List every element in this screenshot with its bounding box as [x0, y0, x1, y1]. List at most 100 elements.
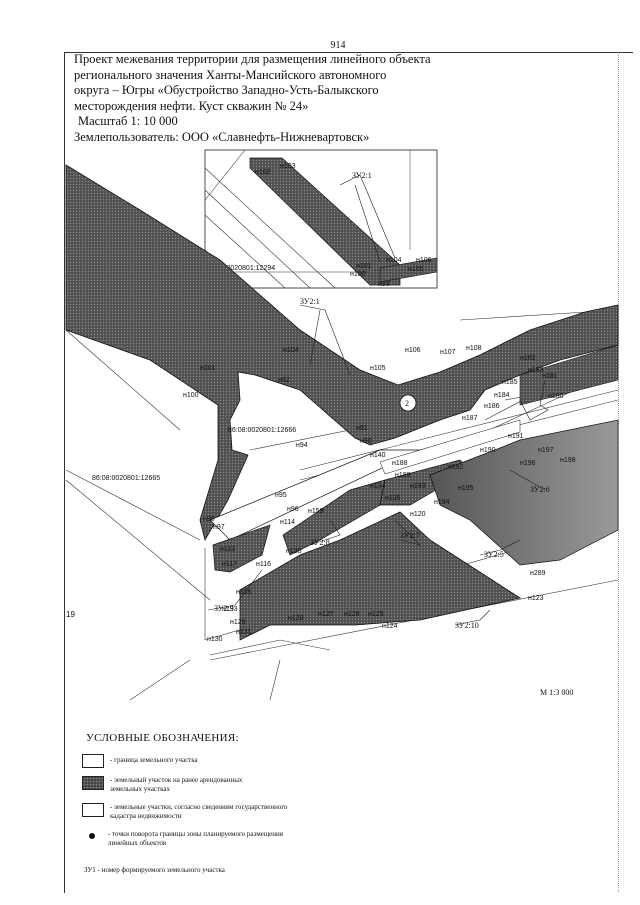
- point-label: н138: [286, 548, 302, 555]
- point-label: н130: [207, 636, 223, 643]
- point-label: н125: [368, 611, 384, 618]
- point-label: н191: [508, 433, 524, 440]
- parcel-label: ЗУ2:6: [530, 485, 550, 494]
- land-user-text: Землепользователь: ООО «Славнефть-Нижнев…: [74, 129, 370, 144]
- title-line: регионального значения Ханты-Мансийского…: [74, 67, 387, 82]
- point-label: н116: [256, 561, 271, 568]
- parcel-zu2-6: [429, 419, 619, 566]
- page-number: 914: [330, 40, 346, 51]
- legend-text: - земельный участок на ранее арендованны…: [110, 776, 243, 793]
- point-label: н97: [213, 524, 225, 531]
- point-label: н188: [392, 460, 408, 467]
- title-line: месторождения нефти. Куст скважин № 24»: [74, 98, 309, 113]
- point-label: н103: [280, 163, 296, 170]
- parcel-zu2-9: [212, 524, 271, 573]
- point-label: н129: [230, 619, 246, 626]
- point-label: н195: [458, 485, 474, 492]
- parcel-label: ЗУ2:9: [214, 604, 234, 613]
- point-label: н197: [538, 447, 554, 454]
- point-label: н126: [344, 611, 360, 618]
- outline-box-icon: [82, 754, 104, 768]
- parcel-label: ЗУ2:8: [310, 538, 330, 547]
- inset-map: ЗУ2:1 86:08:0020801:12294 н102 н103 н104…: [204, 149, 438, 289]
- parcel-label: ЗУ2:5: [484, 550, 504, 559]
- point-label: н102: [255, 169, 271, 176]
- map-title-block: Проект межевания территории для размещен…: [74, 52, 474, 145]
- point-label: н107: [440, 349, 456, 356]
- point-label: н101: [356, 263, 372, 270]
- scale-text: Масштаб 1: 10 000: [78, 114, 178, 128]
- parcel-labels: ЗУ2:1 ЗУ2:6 ЗУ2:7 ЗУ2:8 ЗУ2:9 ЗУ2:10 ЗУ2…: [214, 297, 550, 630]
- point-label: н100: [350, 271, 366, 278]
- point-label: н134: [370, 483, 386, 490]
- point-label: н184: [494, 392, 510, 399]
- point-label: н104: [386, 257, 402, 264]
- inset-parcel-label: ЗУ2:1: [352, 171, 372, 180]
- legend-item: - земельные участки, согласно сведениям …: [82, 803, 290, 821]
- point-label: н124: [382, 623, 398, 630]
- point-label: н186: [484, 403, 500, 410]
- point-label: н190: [480, 447, 496, 454]
- dot-icon: [82, 830, 102, 842]
- point-label: н90: [360, 438, 372, 445]
- point-label: н183: [528, 367, 544, 374]
- point-label: н91: [356, 425, 368, 432]
- point-label: н187: [462, 415, 478, 422]
- point-label: н289: [530, 570, 546, 577]
- point-label: н192: [448, 464, 464, 471]
- point-label: н185: [502, 379, 518, 386]
- leader-lines: [207, 304, 549, 626]
- point-label: н106: [405, 347, 421, 354]
- point-label: н114: [280, 519, 295, 526]
- page-frame: [64, 52, 633, 893]
- road-corridor: [209, 419, 521, 541]
- point-label: н133: [222, 606, 238, 613]
- point-label: н113: [220, 546, 235, 553]
- point-label: н108: [466, 345, 482, 352]
- point-label: н140: [370, 452, 386, 459]
- point-label: н189: [395, 472, 411, 479]
- title-line: Проект межевания территории для размещен…: [74, 52, 431, 66]
- point-label: н105: [408, 266, 424, 273]
- point-label: н123: [528, 595, 544, 602]
- point-label: н196: [520, 460, 536, 467]
- parcel-number-marker: [399, 394, 417, 412]
- legend-text: - земельные участки, согласно сведениям …: [110, 803, 288, 820]
- point-label: н101: [200, 365, 216, 372]
- point-label: н159: [308, 508, 324, 515]
- inset-parcel: [249, 157, 401, 286]
- legend-text: - граница земельного участка: [110, 756, 198, 764]
- point-label: н181: [542, 373, 558, 380]
- page-frame-right: [618, 52, 620, 892]
- point-label: н135: [385, 495, 401, 502]
- legend-text: - точки поворота границы зоны планируемо…: [108, 830, 283, 847]
- legend-item: - граница земельного участка: [82, 754, 198, 768]
- point-label: н128: [288, 615, 304, 622]
- point-label: н180: [548, 393, 564, 400]
- point-label: н105: [370, 365, 386, 372]
- dark-box-icon: [82, 776, 104, 790]
- parcel-number: 2: [405, 399, 409, 408]
- point-label: н93: [378, 281, 390, 288]
- cadastral-label: 86:08:0020801:12665: [92, 475, 160, 482]
- point-label: н131: [236, 629, 252, 636]
- point-label: н94: [296, 442, 308, 449]
- point-label: н96: [287, 506, 299, 513]
- point-label: н193: [410, 483, 426, 490]
- parcel-zu2-1: [65, 164, 619, 542]
- cadastral-label: 86:08:0020801:12666: [228, 427, 296, 434]
- point-label: н117: [222, 561, 237, 568]
- side-number: 19: [66, 610, 75, 619]
- legend-item: - земельный участок на ранее арендованны…: [82, 776, 260, 794]
- point-label: н127: [318, 611, 334, 618]
- point-label: н198: [560, 457, 576, 464]
- point-label: н118: [236, 589, 251, 596]
- point-label: н95: [275, 492, 287, 499]
- legend-note: ЗУ1 - номер формируемого земельного учас…: [84, 866, 225, 874]
- parcel-label: ЗУ2:7: [400, 531, 420, 540]
- scale-label: М 1:3 000: [540, 688, 574, 697]
- point-label: н104: [283, 347, 299, 354]
- legend-item: - точки поворота границы зоны планируемо…: [82, 830, 298, 848]
- point-label: н194: [434, 499, 450, 506]
- point-label: н182: [520, 355, 536, 362]
